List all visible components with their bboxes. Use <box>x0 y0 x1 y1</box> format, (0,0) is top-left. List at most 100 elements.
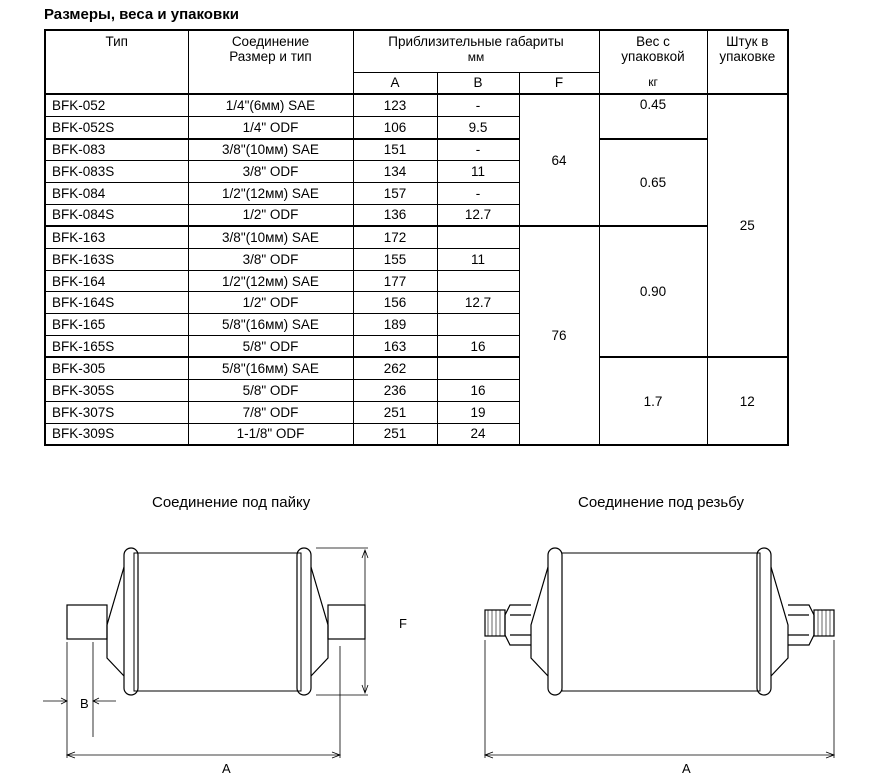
type-cell: BFK-084S <box>44 203 189 227</box>
a-cell: 236 <box>352 379 438 402</box>
a-cell: 136 <box>352 203 438 227</box>
weight-cell: 0.45 <box>598 93 708 140</box>
b-cell <box>436 313 520 336</box>
label-a-thread: A <box>682 761 691 776</box>
b-cell: 11 <box>436 248 520 271</box>
a-cell: 151 <box>352 137 438 162</box>
b-cell: - <box>436 137 520 162</box>
weight-cell: 1.7 <box>598 356 708 446</box>
b-cell: - <box>436 93 520 117</box>
connection-cell: 1-1/8" ODF <box>187 422 354 446</box>
a-cell: 172 <box>352 225 438 250</box>
type-cell: BFK-052S <box>44 115 189 140</box>
type-cell: BFK-164S <box>44 291 189 315</box>
b-cell: 9.5 <box>436 115 520 140</box>
b-cell: 11 <box>436 160 520 183</box>
qty-cell: 12 <box>706 356 789 446</box>
connection-cell: 3/8"(10мм) SAE <box>187 137 354 162</box>
connection-cell: 1/2" ODF <box>187 203 354 227</box>
connection-cell: 1/2"(12мм) SAE <box>187 181 354 205</box>
label-b: B <box>80 696 89 711</box>
a-cell: 189 <box>352 313 438 336</box>
b-cell: 24 <box>436 422 520 446</box>
b-cell <box>436 356 520 381</box>
connection-cell: 7/8" ODF <box>187 400 354 424</box>
a-cell: 155 <box>352 248 438 271</box>
type-cell: BFK-084 <box>44 181 189 205</box>
a-cell: 106 <box>352 115 438 140</box>
section-title: Размеры, веса и упаковки <box>44 6 239 23</box>
a-cell: 156 <box>352 291 438 315</box>
a-cell: 262 <box>352 356 438 381</box>
connection-cell: 5/8"(16мм) SAE <box>187 313 354 336</box>
type-cell: BFK-083 <box>44 137 189 162</box>
a-cell: 177 <box>352 269 438 293</box>
f-cell: 64 <box>518 93 600 227</box>
header-type: Тип <box>44 29 189 95</box>
thread-caption: Соединение под резьбу <box>578 494 744 511</box>
f-cell: 76 <box>518 225 600 446</box>
connection-cell: 1/4" ODF <box>187 115 354 140</box>
connection-cell: 5/8" ODF <box>187 379 354 402</box>
a-cell: 163 <box>352 334 438 358</box>
weight-cell: 0.90 <box>598 225 708 358</box>
label-f: F <box>399 616 407 631</box>
b-cell: - <box>436 181 520 205</box>
b-cell: 12.7 <box>436 291 520 315</box>
connection-cell: 5/8"(16мм) SAE <box>187 356 354 381</box>
type-cell: BFK-305 <box>44 356 189 381</box>
type-cell: BFK-165 <box>44 313 189 336</box>
type-cell: BFK-083S <box>44 160 189 183</box>
header-weight-unit: кг <box>598 72 708 95</box>
a-cell: 134 <box>352 160 438 183</box>
b-cell <box>436 225 520 250</box>
type-cell: BFK-165S <box>44 334 189 358</box>
a-cell: 123 <box>352 93 438 117</box>
a-cell: 157 <box>352 181 438 205</box>
b-cell: 16 <box>436 334 520 358</box>
connection-cell: 5/8" ODF <box>187 334 354 358</box>
b-cell <box>436 269 520 293</box>
type-cell: BFK-309S <box>44 422 189 446</box>
type-cell: BFK-164 <box>44 269 189 293</box>
a-cell: 251 <box>352 400 438 424</box>
qty-cell: 25 <box>706 93 789 358</box>
connection-cell: 1/2" ODF <box>187 291 354 315</box>
header-f: F <box>518 71 600 95</box>
connection-cell: 3/8" ODF <box>187 160 354 183</box>
weight-cell: 0.65 <box>598 137 708 227</box>
connection-cell: 3/8" ODF <box>187 248 354 271</box>
type-cell: BFK-305S <box>44 379 189 402</box>
solder-filter-drawing: F B A <box>43 547 407 776</box>
connection-cell: 1/4"(6мм) SAE <box>187 93 354 117</box>
type-cell: BFK-163 <box>44 225 189 250</box>
type-cell: BFK-163S <box>44 248 189 271</box>
connection-cell: 3/8"(10мм) SAE <box>187 225 354 250</box>
solder-caption: Соединение под пайку <box>152 494 311 511</box>
type-cell: BFK-307S <box>44 400 189 424</box>
header-a: A <box>352 71 438 95</box>
a-cell: 251 <box>352 422 438 446</box>
label-a-solder: A <box>222 761 231 776</box>
thread-filter-drawing: A <box>483 547 836 776</box>
type-cell: BFK-052 <box>44 93 189 117</box>
connection-cell: 1/2"(12мм) SAE <box>187 269 354 293</box>
b-cell: 16 <box>436 379 520 402</box>
b-cell: 19 <box>436 400 520 424</box>
header-b: B <box>436 71 520 95</box>
